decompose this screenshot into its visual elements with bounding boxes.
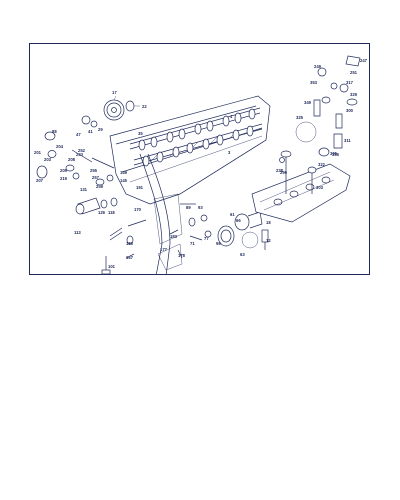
camshaft-lower [133,123,263,167]
timing-chain-guide [139,153,183,274]
callout-329: 329 [350,92,358,97]
callout-259: 259 [96,184,104,189]
callout-17: 17 [112,90,117,95]
callout-238: 238 [276,168,284,173]
callout-335: 335 [332,152,340,157]
callout-170: 170 [134,207,142,212]
callout-131: 131 [80,187,88,192]
callout-305: 305 [330,151,338,156]
callout-35: 35 [138,131,143,136]
callout-113: 113 [74,230,81,235]
callout-126: 126 [98,210,106,215]
camshaft-upper [129,107,261,151]
callout-22: 22 [142,104,147,109]
callout-183: 183 [170,234,178,239]
callout-317: 317 [346,80,354,85]
callout-47: 47 [76,132,81,137]
callout-349: 349 [304,100,312,105]
center-parts-group [169,203,212,259]
callout-1: 1 [230,114,233,119]
callout-249: 249 [314,64,322,69]
callout-311: 311 [344,138,351,143]
valve-assembly [279,150,317,194]
callout-247: 247 [360,58,368,63]
callout-66: 66 [236,218,241,223]
callout-207: 207 [36,178,44,183]
callout-77: 77 [204,236,209,241]
callout-205: 205 [60,168,68,173]
callout-41: 41 [88,129,93,134]
callout-300: 300 [346,108,354,113]
callout-177: 177 [160,247,168,252]
camshaft-sprocket [103,99,135,121]
callout-322: 322 [318,162,326,167]
callout-18: 18 [266,220,271,225]
callout-61: 61 [230,212,235,217]
callout-63: 63 [240,252,245,257]
callout-93: 93 [198,205,203,210]
callout-145: 145 [120,178,128,183]
callout-167: 167 [126,255,134,260]
callout-89: 89 [186,205,191,210]
camshaft-adjuster [217,211,269,250]
callout-303: 303 [316,185,324,190]
callout-255: 255 [90,168,98,173]
callout-149: 149 [120,170,128,175]
callout-299: 299 [280,170,288,175]
callout-243: 243 [76,152,84,157]
callout-203: 203 [44,157,52,162]
callout-208: 208 [68,157,76,162]
callout-29: 29 [98,127,103,132]
callout-204: 204 [56,144,64,149]
callout-178: 178 [178,253,186,258]
callout-88: 88 [52,129,57,134]
callout-71: 71 [190,241,195,246]
left-parts-group [36,115,115,186]
callout-219: 219 [60,176,68,181]
callout-118: 118 [108,210,115,215]
callout-353: 353 [310,80,318,85]
callout-101: 101 [108,264,116,269]
callout-201: 201 [34,150,42,155]
callout-98: 98 [216,241,221,246]
callout-12: 12 [266,238,271,243]
diagram-frame: 17 22 1 35 3 88 47 41 29 201 204 203 208… [29,43,370,275]
chain-tensioner [75,197,147,274]
rocker-arm-carrier [251,163,351,223]
callout-252: 252 [78,148,86,153]
callout-257: 257 [92,175,100,180]
engine-exploded-view: 17 22 1 35 3 88 47 41 29 201 204 203 208… [34,55,368,274]
callout-186: 186 [126,241,134,246]
callout-3: 3 [228,150,231,155]
callout-251: 251 [350,70,358,75]
callout-325: 325 [296,115,304,120]
callout-labels: 17 22 1 35 3 88 47 41 29 201 204 203 208… [34,58,368,269]
callout-191: 191 [136,185,144,190]
valve-springs-top [295,55,361,157]
